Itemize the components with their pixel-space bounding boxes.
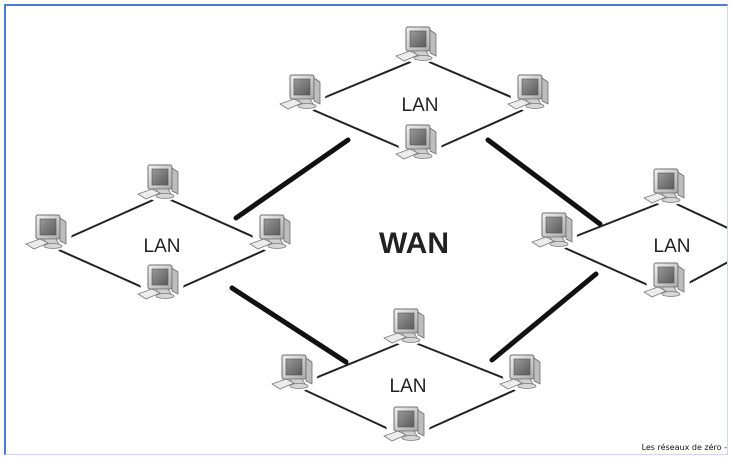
lan-label-top: LAN	[402, 95, 439, 116]
lan-link-right	[667, 199, 727, 229]
lan-label-right: LAN	[654, 236, 691, 257]
wan-link-left-bottom	[229, 285, 349, 365]
network-diagram: LAN LAN LAN LAN WAN	[25, 24, 727, 444]
lan-label-left: LAN	[144, 236, 181, 257]
lan-label-bottom: LAN	[390, 376, 427, 397]
source-credit: Les réseaux de zéro -	[637, 443, 727, 452]
wan-link-top-left	[233, 137, 351, 221]
wan-link-top-right	[485, 137, 603, 227]
wan-label: WAN	[379, 227, 449, 260]
diagram-frame: LAN LAN LAN LAN WAN Les réseaux de zéro -	[4, 4, 728, 455]
wan-link-right-bottom	[489, 271, 599, 363]
